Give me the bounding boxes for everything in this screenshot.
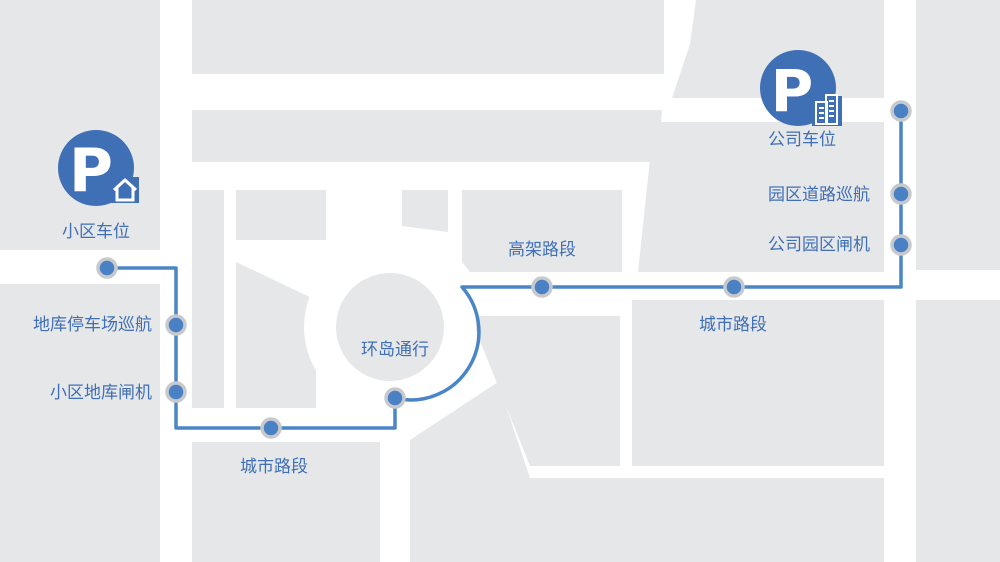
stop-node-company-gate[interactable]: [890, 234, 912, 256]
stop-node-roundabout[interactable]: [384, 387, 406, 409]
stop-node-city-road-2[interactable]: [723, 276, 745, 298]
label-city-road-1: 城市路段: [240, 457, 308, 477]
stop-node-company-parking[interactable]: [890, 100, 912, 122]
stop-node-garage-cruise[interactable]: [165, 314, 187, 336]
label-company-parking: 公司车位: [768, 130, 836, 150]
office-building-icon: [812, 94, 842, 126]
label-roundabout: 环岛通行: [361, 340, 429, 360]
parking-letter: P: [771, 57, 814, 125]
house-icon: [111, 177, 139, 203]
company-parking-marker[interactable]: P: [760, 50, 842, 132]
roundabout-island: [336, 273, 444, 381]
route-stop-nodes: [96, 100, 912, 439]
label-elevated-road: 高架路段: [508, 240, 576, 260]
label-home-parking: 小区车位: [62, 222, 130, 242]
label-garage-cruise: 地库停车场巡航: [33, 315, 152, 335]
label-park-road-cruise: 园区道路巡航: [768, 185, 870, 205]
stop-node-home-parking[interactable]: [96, 257, 118, 279]
stop-node-garage-gate[interactable]: [165, 381, 187, 403]
stop-node-city-road-1[interactable]: [260, 417, 282, 439]
parking-letter: P: [69, 136, 113, 206]
home-parking-marker[interactable]: P: [58, 128, 140, 210]
stop-node-park-road-cruise[interactable]: [890, 183, 912, 205]
label-city-road-2: 城市路段: [699, 315, 767, 335]
label-garage-gate: 小区地库闸机: [50, 383, 152, 403]
label-company-gate: 公司园区闸机: [768, 235, 870, 255]
stop-node-elevated-road[interactable]: [531, 276, 553, 298]
